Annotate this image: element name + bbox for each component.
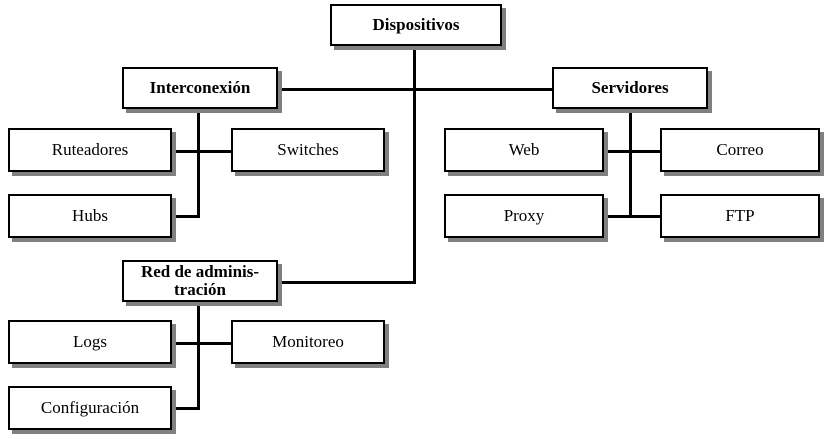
node-red-de-administracion-label: Red de adminis- tración: [140, 262, 260, 299]
node-ftp-label: FTP: [725, 206, 755, 226]
node-hubs-label: Hubs: [72, 206, 108, 226]
node-logs[interactable]: Logs: [8, 320, 172, 364]
connector-interconexion-trunk: [197, 108, 200, 218]
connector-interconexion-row1: [172, 150, 234, 153]
node-web[interactable]: Web: [444, 128, 604, 172]
node-interconexion[interactable]: Interconexión: [122, 67, 278, 109]
node-logs-label: Logs: [73, 332, 107, 352]
connector-root-to-red-admin: [278, 281, 416, 284]
connector-root-to-servidores: [413, 88, 552, 91]
node-dispositivos[interactable]: Dispositivos: [330, 4, 502, 46]
node-dispositivos-label: Dispositivos: [372, 15, 460, 35]
connector-red-admin-trunk: [197, 300, 200, 410]
node-ruteadores-label: Ruteadores: [51, 140, 129, 160]
node-hubs[interactable]: Hubs: [8, 194, 172, 238]
node-switches-label: Switches: [277, 140, 339, 160]
node-proxy-label: Proxy: [503, 206, 545, 226]
connector-servidores-row1: [604, 150, 662, 153]
node-servidores-label: Servidores: [591, 78, 669, 98]
connector-interconexion-row2: [172, 215, 200, 218]
node-correo[interactable]: Correo: [660, 128, 820, 172]
node-ftp[interactable]: FTP: [660, 194, 820, 238]
connector-servidores-trunk: [629, 108, 632, 218]
node-web-label: Web: [508, 140, 540, 160]
connector-red-admin-row2: [172, 407, 200, 410]
node-monitoreo-label: Monitoreo: [272, 332, 344, 352]
node-switches[interactable]: Switches: [231, 128, 385, 172]
connector-servidores-row2: [604, 215, 662, 218]
node-servidores[interactable]: Servidores: [552, 67, 708, 109]
node-configuracion-label: Configuración: [40, 398, 140, 418]
node-interconexion-label: Interconexión: [149, 78, 251, 98]
node-proxy[interactable]: Proxy: [444, 194, 604, 238]
node-correo-label: Correo: [716, 140, 764, 160]
node-monitoreo[interactable]: Monitoreo: [231, 320, 385, 364]
node-configuracion[interactable]: Configuración: [8, 386, 172, 430]
connector-root-to-interconexion: [278, 88, 416, 91]
connector-root-trunk: [413, 46, 416, 284]
connector-red-admin-row1: [172, 342, 234, 345]
node-ruteadores[interactable]: Ruteadores: [8, 128, 172, 172]
node-red-de-administracion[interactable]: Red de adminis- tración: [122, 260, 278, 302]
